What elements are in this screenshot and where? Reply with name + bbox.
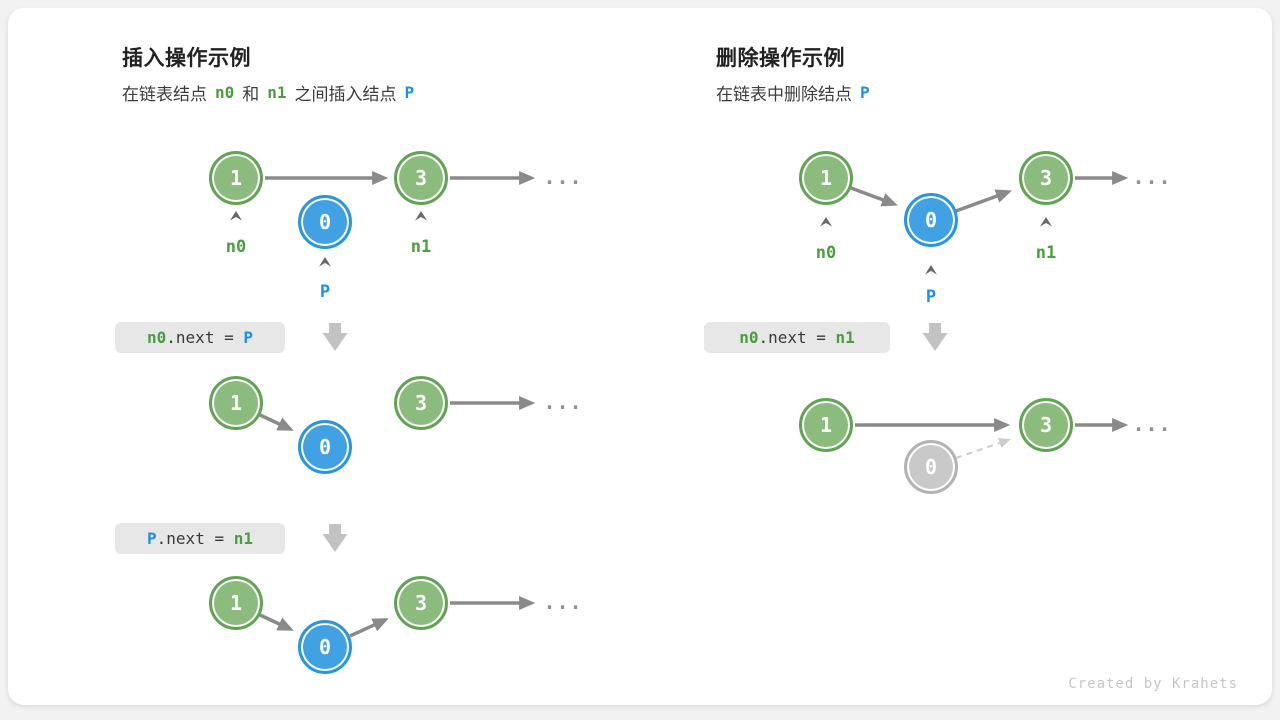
insert-section-title: 插入操作示例: [122, 47, 251, 70]
pointer-label-p: P: [925, 287, 937, 307]
pointer-label-n1: n1: [1035, 243, 1057, 263]
node-3: 3: [394, 151, 448, 205]
node-3: 3: [1019, 151, 1073, 205]
code-box-p-next-n1: P.next = n1: [115, 523, 285, 554]
delete-step1-arrows: [850, 171, 1129, 213]
code-lhs: n0: [739, 328, 759, 347]
token-p: P: [860, 83, 870, 102]
code-mid: .next =: [156, 529, 234, 548]
node-0: 0: [904, 193, 958, 247]
code-lhs: n0: [147, 328, 167, 347]
node-3: 3: [394, 576, 448, 630]
ellipsis: ...: [543, 165, 583, 189]
subtitle-text: 之间插入结点: [294, 85, 397, 104]
code-rhs: P: [243, 328, 253, 347]
code-rhs: n1: [835, 328, 855, 347]
token-n0: n0: [215, 83, 235, 102]
node-1: 1: [209, 576, 263, 630]
delete-dashed-arrow: [955, 437, 1012, 459]
node-3: 3: [1019, 398, 1073, 452]
pointer-label-n0: n0: [225, 237, 247, 257]
code-box-n0-next-n1: n0.next = n1: [704, 322, 890, 353]
code-box-n0-next-p: n0.next = P: [115, 322, 285, 353]
token-p: P: [404, 83, 415, 102]
code-mid: .next =: [166, 328, 244, 347]
delete-section-subtitle: 在链表中删除结点 P: [716, 80, 870, 105]
insert-section-subtitle: 在链表结点 n0 和 n1 之间插入结点 P: [122, 80, 414, 105]
node-0: 0: [298, 420, 352, 474]
node-0: 0: [298, 620, 352, 674]
pointer-label-p: P: [319, 282, 331, 302]
ellipsis: ...: [543, 390, 583, 414]
node-1: 1: [799, 151, 853, 205]
block-down-arrows: [322, 323, 948, 552]
watermark: Created by Krahets: [1068, 676, 1238, 692]
pointer-label-n0: n0: [815, 243, 837, 263]
node-0-removed: 0: [904, 440, 958, 494]
ellipsis: ...: [1132, 165, 1172, 189]
insert-step3-arrows: [259, 596, 536, 638]
subtitle-text: 在链表结点: [122, 85, 207, 104]
pointer-label-n1: n1: [410, 237, 432, 257]
token-n1: n1: [267, 83, 287, 102]
insert-step2-arrows: [259, 396, 536, 431]
caret-pointers: [230, 211, 1052, 275]
node-1: 1: [799, 398, 853, 452]
delete-section-title: 删除操作示例: [716, 47, 845, 70]
code-rhs: n1: [233, 529, 253, 548]
node-0: 0: [298, 195, 352, 249]
node-1: 1: [209, 376, 263, 430]
ellipsis: ...: [543, 590, 583, 614]
subtitle-text: 在链表中删除结点: [716, 85, 852, 104]
ellipsis: ...: [1132, 412, 1172, 436]
code-mid: .next =: [758, 328, 836, 347]
subtitle-text: 和: [242, 85, 260, 104]
code-lhs: P: [147, 529, 157, 548]
node-3: 3: [394, 376, 448, 430]
node-1: 1: [209, 151, 263, 205]
